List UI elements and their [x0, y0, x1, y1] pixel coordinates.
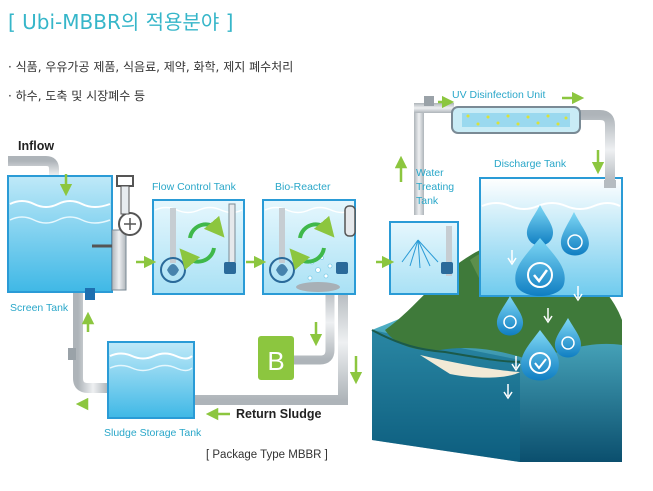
- bio-reacter-tank: [262, 199, 356, 295]
- b-label: B: [267, 346, 284, 376]
- sludge-storage-tank: [107, 341, 195, 419]
- application-item-1: · 식품, 우유가공 제품, 식음료, 제약, 화학, 제지 폐수처리: [8, 60, 294, 74]
- flow-control-tank: [152, 199, 245, 295]
- diagram-caption: [ Package Type MBBR ]: [206, 449, 328, 461]
- flow-arrows: [59, 91, 605, 421]
- screen-tank-label: Screen Tank: [10, 302, 69, 314]
- water-treating-tank-label-1: Water: [416, 167, 444, 179]
- return-sludge-label: Return Sludge: [236, 407, 321, 421]
- inflow-label: Inflow: [18, 139, 54, 153]
- application-item-2: · 하수, 도축 및 시장폐수 등: [8, 89, 146, 103]
- b-pump-box: B: [258, 336, 294, 380]
- sludge-storage-tank-label: Sludge Storage Tank: [104, 427, 202, 439]
- screen-tank-equipment: [92, 175, 142, 291]
- water-treating-tank-label-2: Treating: [416, 181, 454, 193]
- uv-unit-label: UV Disinfection Unit: [452, 89, 545, 101]
- bio-reacter-label: Bio-Reacter: [275, 181, 331, 193]
- water-treating-tank-label-3: Tank: [416, 195, 439, 207]
- discharge-tank-label: Discharge Tank: [494, 158, 567, 170]
- water-treating-tank: [389, 221, 459, 295]
- pipes: [8, 96, 616, 406]
- uv-disinfection-unit: [451, 106, 581, 134]
- water-droplets: [496, 205, 589, 400]
- page-title: [ Ubi-MBBR의 적용분야 ]: [8, 10, 234, 34]
- screen-tank: [7, 175, 113, 300]
- flow-control-tank-label: Flow Control Tank: [152, 181, 237, 193]
